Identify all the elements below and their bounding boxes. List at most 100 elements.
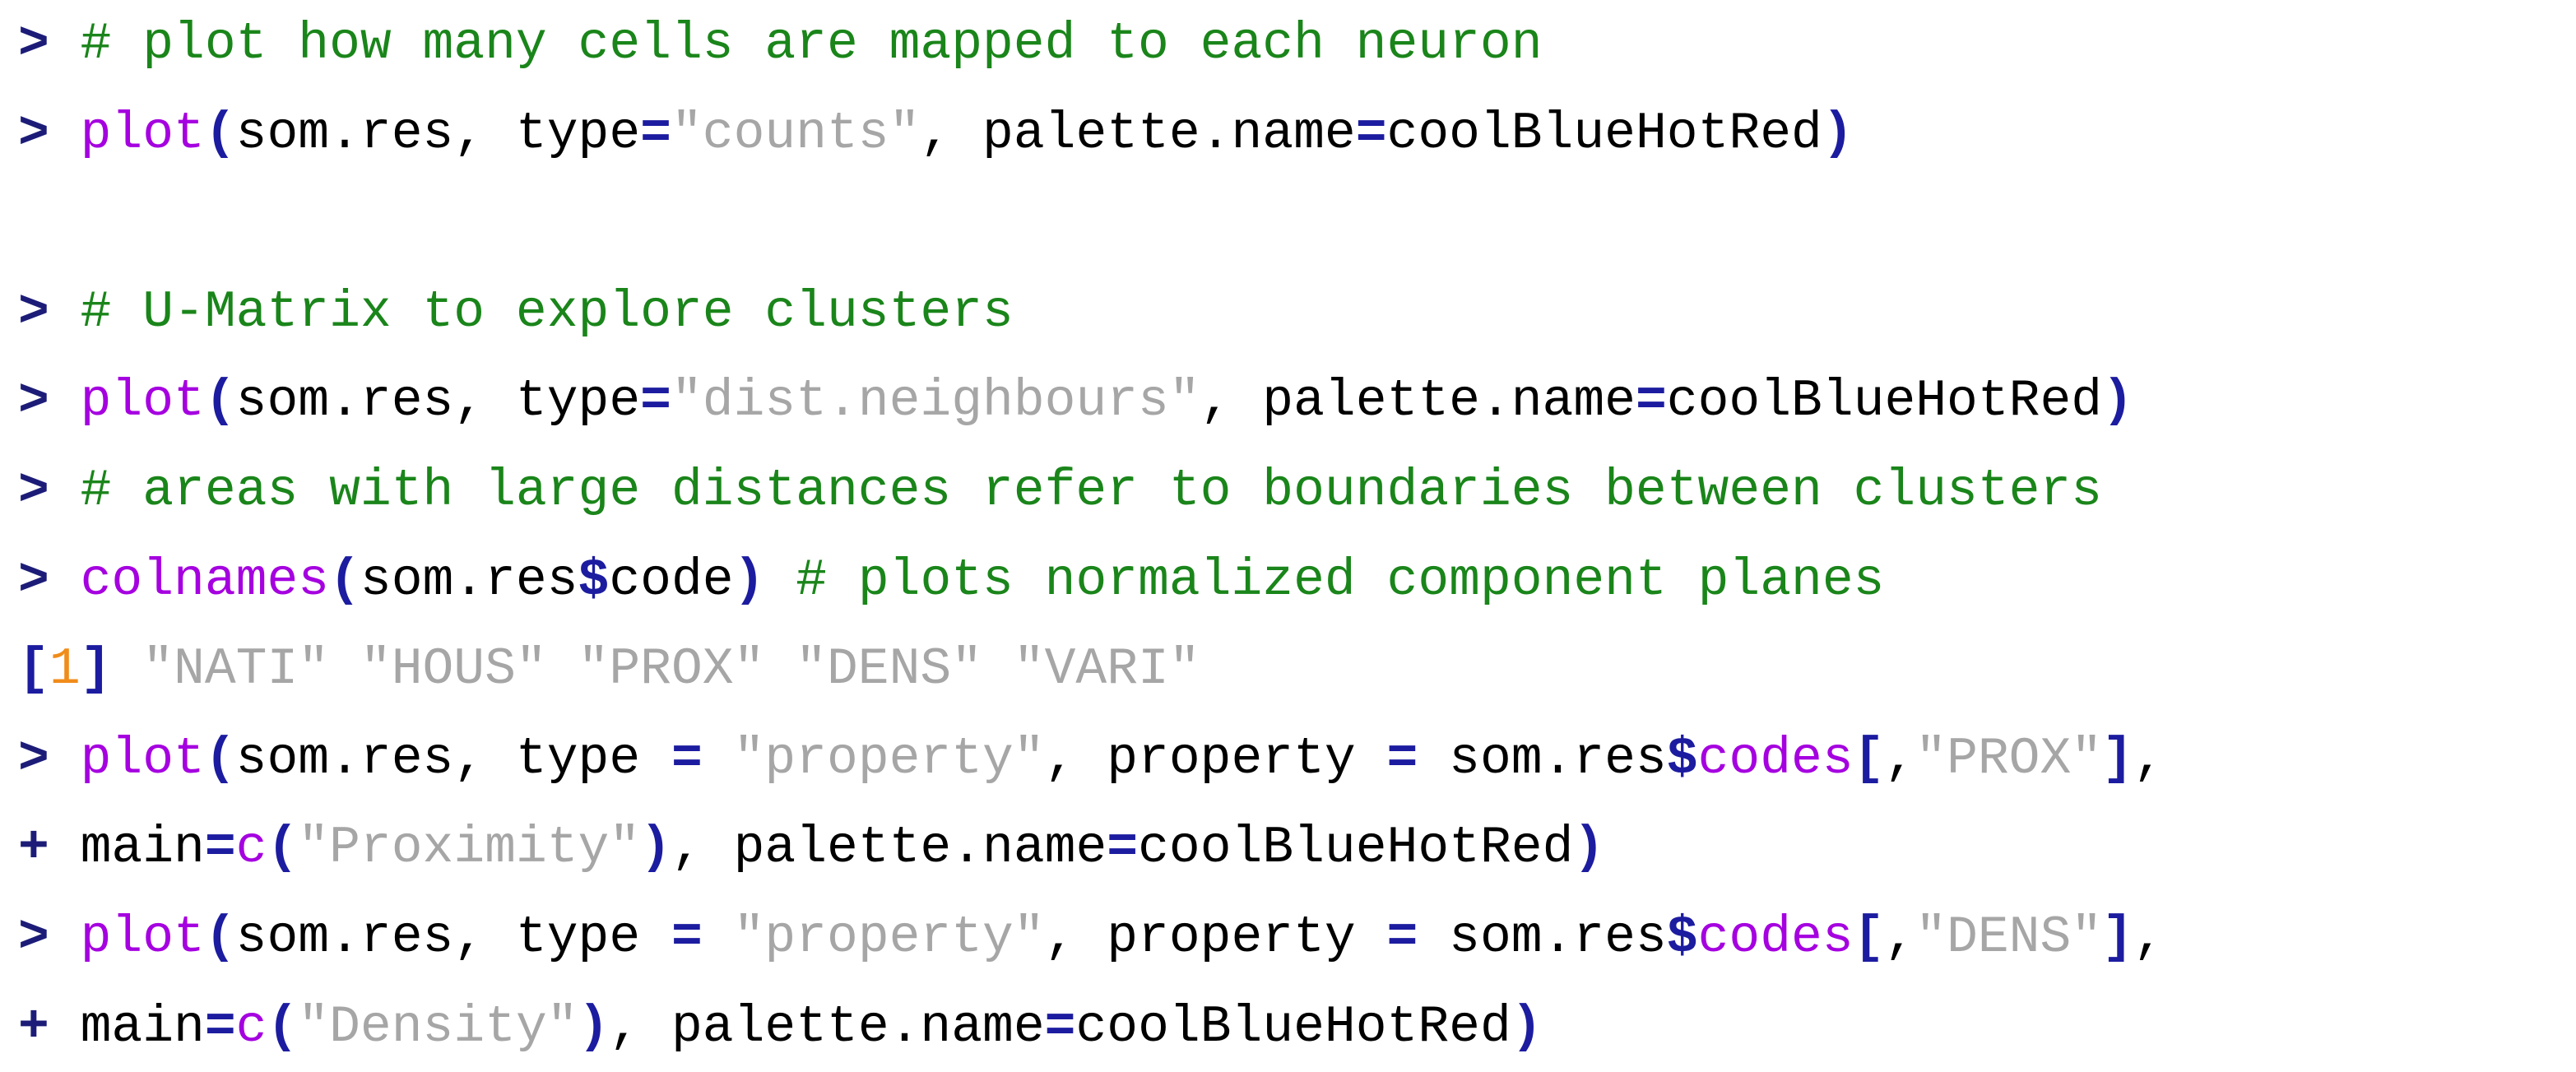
operator: = xyxy=(671,907,703,967)
code-text: som.res, type xyxy=(235,372,641,431)
string-literal: "NATI" "HOUS" "PROX" "DENS" "VARI" xyxy=(142,640,1200,699)
console-line: [1] "NATI" "HOUS" "PROX" "DENS" "VARI" xyxy=(18,625,2569,715)
function-name: plot xyxy=(80,104,205,163)
console-prompt: > xyxy=(18,461,81,520)
bracket: ( xyxy=(267,997,299,1056)
bracket: [ xyxy=(18,640,49,699)
console-prompt: + xyxy=(18,819,81,878)
bracket: ) xyxy=(2102,372,2133,431)
operator: = xyxy=(640,104,671,163)
code-text: coolBlueHotRed xyxy=(1138,819,1574,878)
code-text: , palette.name xyxy=(671,819,1107,878)
code-text: som.res xyxy=(360,550,578,610)
string-literal: "property" xyxy=(733,729,1045,788)
operator: = xyxy=(1044,997,1076,1056)
bracket: ] xyxy=(80,640,112,699)
code-text: coolBlueHotRed xyxy=(1075,997,1511,1056)
code-text xyxy=(703,908,734,967)
console-line: > plot(som.res, type="dist.neighbours", … xyxy=(18,357,2569,447)
operator: = xyxy=(204,997,236,1056)
code-text: , xyxy=(2133,907,2165,967)
r-console: > # plot how many cells are mapped to ea… xyxy=(18,0,2569,1062)
string-literal: "Density" xyxy=(298,997,578,1056)
code-text: , property xyxy=(1044,729,1387,788)
code-text: main xyxy=(80,997,205,1056)
bracket: ) xyxy=(733,550,765,610)
code-text: som.res xyxy=(1418,729,1667,788)
operator: = xyxy=(1635,372,1667,431)
code-text: , xyxy=(1884,907,1916,967)
function-name: codes xyxy=(1697,907,1854,967)
bracket: ) xyxy=(578,997,610,1056)
code-text: code xyxy=(609,550,734,610)
console-prompt: > xyxy=(18,282,81,341)
function-name: plot xyxy=(80,729,205,788)
code-text: main xyxy=(80,819,205,878)
bracket: ( xyxy=(204,104,236,163)
console-prompt: > xyxy=(18,15,81,73)
function-name: c xyxy=(235,997,267,1056)
console-prompt: > xyxy=(18,104,81,163)
string-literal: "counts" xyxy=(671,104,921,163)
operator: = xyxy=(1107,819,1139,878)
code-text: som.res, type xyxy=(235,729,671,788)
code-comment: # plots normalized component planes xyxy=(796,550,1885,610)
code-text: coolBlueHotRed xyxy=(1666,372,2103,431)
code-text: som.res, type xyxy=(235,104,641,163)
code-text: , palette.name xyxy=(920,104,1356,163)
function-name: colnames xyxy=(80,550,330,610)
code-comment: # plot how many cells are mapped to each… xyxy=(80,15,1543,73)
code-text: som.res, type xyxy=(235,907,671,967)
bracket: ) xyxy=(1573,819,1605,878)
console-prompt: > xyxy=(18,907,81,967)
operator: $ xyxy=(1666,729,1698,788)
console-line: > # areas with large distances refer to … xyxy=(18,447,2569,536)
code-text: coolBlueHotRed xyxy=(1386,104,1822,163)
bracket: [ xyxy=(1853,729,1885,788)
bracket: [ xyxy=(1853,907,1885,967)
operator: = xyxy=(640,372,671,431)
bracket: ( xyxy=(204,372,236,431)
bracket: ) xyxy=(1511,997,1543,1056)
string-literal: "PROX" xyxy=(1915,729,2103,788)
console-line: > # plot how many cells are mapped to ea… xyxy=(18,0,2569,90)
console-line xyxy=(18,179,2569,268)
console-prompt: > xyxy=(18,729,81,788)
string-literal: "dist.neighbours" xyxy=(671,372,1200,431)
code-text: , xyxy=(1884,729,1916,788)
code-text: , palette.name xyxy=(1200,372,1636,431)
string-literal: "property" xyxy=(733,907,1045,967)
console-line: > colnames(som.res$code) # plots normali… xyxy=(18,536,2569,626)
code-comment: # U-Matrix to explore clusters xyxy=(80,282,1014,341)
number-literal: 1 xyxy=(49,640,81,699)
code-text: , property xyxy=(1044,907,1387,967)
code-comment: # areas with large distances refer to bo… xyxy=(80,461,2103,520)
code-text xyxy=(703,730,734,788)
function-name: codes xyxy=(1697,729,1854,788)
code-text: som.res xyxy=(1418,907,1667,967)
console-prompt: > xyxy=(18,550,81,610)
bracket: ] xyxy=(2102,729,2133,788)
code-text: , xyxy=(2133,729,2165,788)
string-literal: "DENS" xyxy=(1915,907,2103,967)
console-line: > plot(som.res, type = "property", prope… xyxy=(18,893,2569,983)
code-text xyxy=(111,640,142,698)
function-name: c xyxy=(235,819,267,878)
function-name: plot xyxy=(80,372,205,431)
bracket: ( xyxy=(267,819,299,878)
console-line: > plot(som.res, type="counts", palette.n… xyxy=(18,90,2569,179)
code-text: , palette.name xyxy=(609,997,1045,1056)
operator: = xyxy=(204,819,236,878)
console-line: + main=c("Density"), palette.name=coolBl… xyxy=(18,983,2569,1072)
console-prompt: > xyxy=(18,372,81,431)
code-text xyxy=(764,551,796,610)
operator: $ xyxy=(578,550,610,610)
string-literal: "Proximity" xyxy=(298,819,641,878)
bracket: ( xyxy=(204,907,236,967)
bracket: ( xyxy=(204,729,236,788)
bracket: ( xyxy=(329,550,360,610)
operator: = xyxy=(1386,907,1418,967)
operator: = xyxy=(1355,104,1387,163)
console-prompt: + xyxy=(18,997,81,1056)
console-line: + main=c("Proximity"), palette.name=cool… xyxy=(18,804,2569,893)
